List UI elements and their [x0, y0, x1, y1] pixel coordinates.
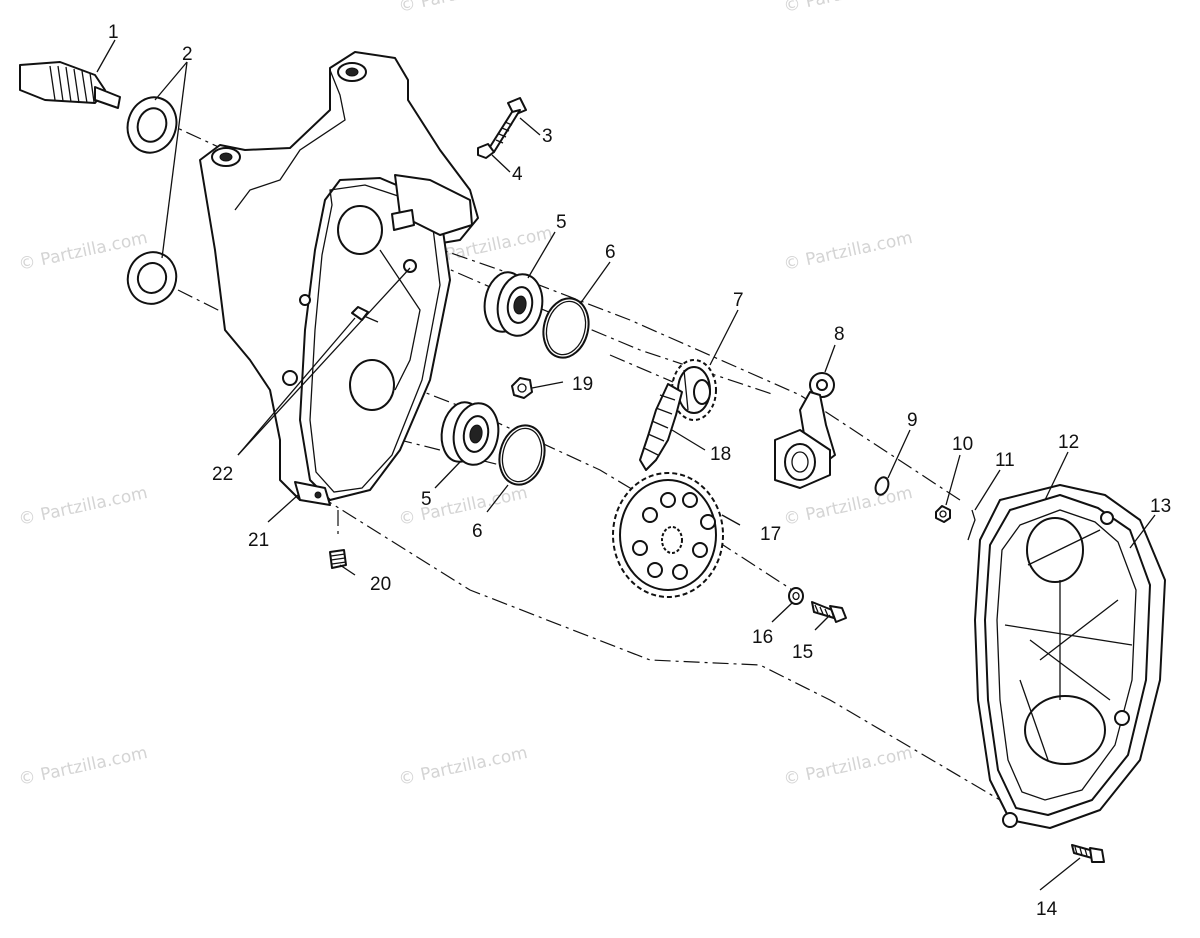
part-8-tensioner-arm [774, 372, 836, 489]
callout-numbers: 1 2 3 4 5 6 7 8 9 10 11 12 13 14 15 16 1… [108, 22, 1171, 920]
part-2-seal-upper [126, 96, 178, 154]
callout-4: 4 [512, 164, 523, 185]
callout-1: 1 [108, 22, 119, 43]
callout-19: 19 [572, 374, 593, 395]
part-19-nut [511, 377, 533, 399]
callout-3: 3 [542, 126, 553, 147]
part-9-washer [874, 476, 890, 496]
watermark: © Partzilla.com [782, 0, 914, 17]
callout-12: 12 [1058, 432, 1079, 453]
callout-2: 2 [182, 44, 193, 65]
callout-5: 5 [556, 212, 567, 233]
part-5-bearing-upper [483, 271, 544, 337]
callout-9: 9 [907, 410, 918, 431]
part-7-upper-sprocket [671, 359, 717, 421]
part-15-bolt [811, 601, 847, 623]
part-12-chaincase-cover [984, 494, 1151, 828]
watermark: © Partzilla.com [782, 228, 914, 275]
part-2-seal-lower [126, 251, 178, 305]
callout-10: 10 [952, 434, 973, 455]
callout-17: 17 [760, 524, 781, 545]
part-18-drive-chain [639, 383, 683, 471]
callout-6-lower: 6 [472, 521, 483, 542]
part-20-screw [329, 549, 347, 569]
callout-5-lower: 5 [421, 489, 432, 510]
part-10-nut [935, 505, 951, 523]
watermark: © Partzilla.com [397, 743, 529, 790]
callout-7: 7 [733, 290, 744, 311]
part-6-ring-upper [542, 297, 590, 359]
watermark: © Partzilla.com [17, 743, 149, 790]
callout-16: 16 [752, 627, 773, 648]
part-5-bearing-lower [440, 401, 500, 466]
callout-22: 22 [212, 464, 233, 485]
part-21-chaincase-housing [199, 51, 479, 506]
callout-21: 21 [248, 530, 269, 551]
part-4-nut [477, 143, 495, 159]
callout-11: 11 [995, 450, 1015, 471]
callout-6: 6 [605, 242, 616, 263]
part-1-drive-shaft [19, 61, 121, 109]
callout-14: 14 [1036, 899, 1058, 920]
part-16-washer [788, 587, 804, 605]
watermark: © Partzilla.com [17, 483, 149, 530]
callout-15: 15 [792, 642, 813, 663]
watermark: © Partzilla.com [397, 483, 529, 530]
watermark: © Partzilla.com [782, 743, 914, 790]
part-3-adjuster-bolt [487, 97, 527, 153]
callout-18: 18 [710, 444, 731, 465]
watermark: © Partzilla.com [397, 0, 529, 17]
part-17-lower-sprocket [612, 472, 724, 598]
callout-20: 20 [370, 574, 391, 595]
callout-8: 8 [834, 324, 845, 345]
watermark: © Partzilla.com [782, 483, 914, 530]
callout-13: 13 [1150, 496, 1171, 517]
part-22-bolt [351, 306, 379, 323]
part-6-ring-lower [498, 424, 546, 486]
part-14-cover-bolt [1071, 844, 1105, 863]
part-11-cotter-pin [967, 509, 976, 541]
leader-lines [96, 39, 1156, 891]
